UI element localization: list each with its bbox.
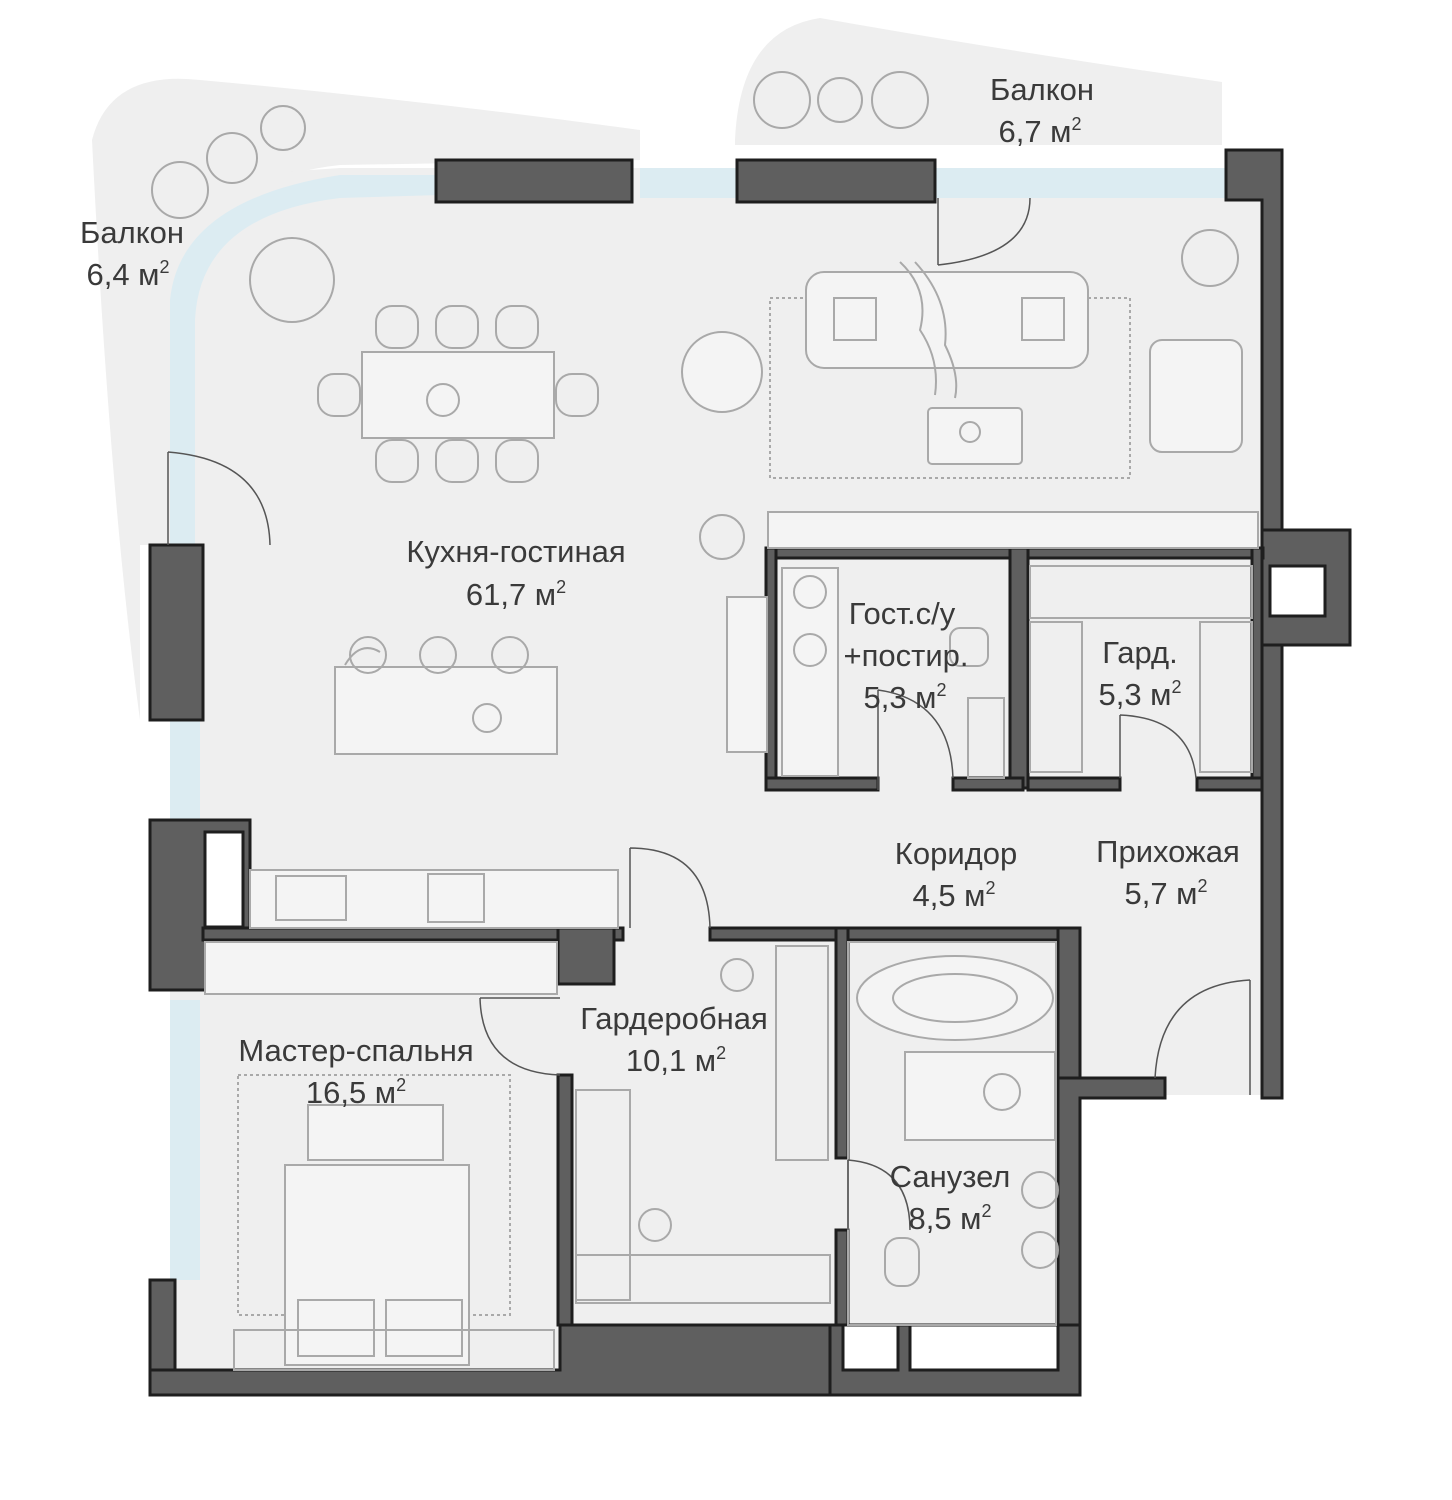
balcony-left-area: 6,4 м2: [86, 257, 169, 292]
master-bedroom-area: 16,5 м2: [306, 1075, 406, 1110]
bathroom-fixtures: [847, 941, 1059, 1326]
kitchen: [204, 511, 1259, 995]
balcony-top-name: Балкон: [990, 72, 1094, 107]
kitchen-living-name: Кухня-гостиная: [406, 534, 625, 569]
wardrobe-small-name: Гард.: [1102, 635, 1178, 670]
dressing-room-area: 10,1 м2: [626, 1043, 726, 1078]
wardrobe-small-area: 5,3 м2: [1098, 677, 1181, 712]
window-glazing-top-right: [935, 168, 1225, 198]
dining-set: [317, 305, 599, 483]
bathroom-name: Санузел: [890, 1159, 1011, 1194]
dressing-room-name: Гардеробная: [580, 1001, 768, 1036]
window-glazing-top: [640, 168, 740, 198]
guest-wc-name: Гост.с/у: [849, 596, 956, 631]
balcony-left-slab: [92, 78, 640, 1500]
window-glazing-left-mid: [170, 720, 200, 820]
bedroom-furniture: [233, 1074, 555, 1371]
guest-wc-fixtures: [781, 567, 1005, 779]
hallway-area: 5,7 м2: [1124, 876, 1207, 911]
balcony-top-area: 6,7 м2: [998, 114, 1081, 149]
walls: [148, 148, 1352, 1397]
guest-wc-name-2: +постир.: [844, 638, 969, 673]
corridor-name: Коридор: [895, 836, 1017, 871]
corridor-area: 4,5 м2: [912, 878, 995, 913]
kitchen-living-area: 61,7 м2: [466, 577, 566, 612]
doors: [167, 197, 1251, 1231]
window-glazing-left-low: [170, 1000, 200, 1280]
balcony-top-slab: [735, 18, 1222, 145]
master-bedroom-name: Мастер-спальня: [238, 1033, 473, 1068]
living-set: [681, 261, 1243, 479]
balcony-left-name: Балкон: [80, 215, 184, 250]
hallway-name: Прихожая: [1096, 834, 1240, 869]
balcony-planters: [151, 71, 929, 219]
bathroom-area: 8,5 м2: [908, 1201, 991, 1236]
wardrobe-shelving: [575, 565, 1253, 1304]
room-labels: Балкон 6,4 м2 Балкон 6,7 м2 Кухня-гостин…: [80, 72, 1240, 1236]
guest-wc-area: 5,3 м2: [863, 680, 946, 715]
